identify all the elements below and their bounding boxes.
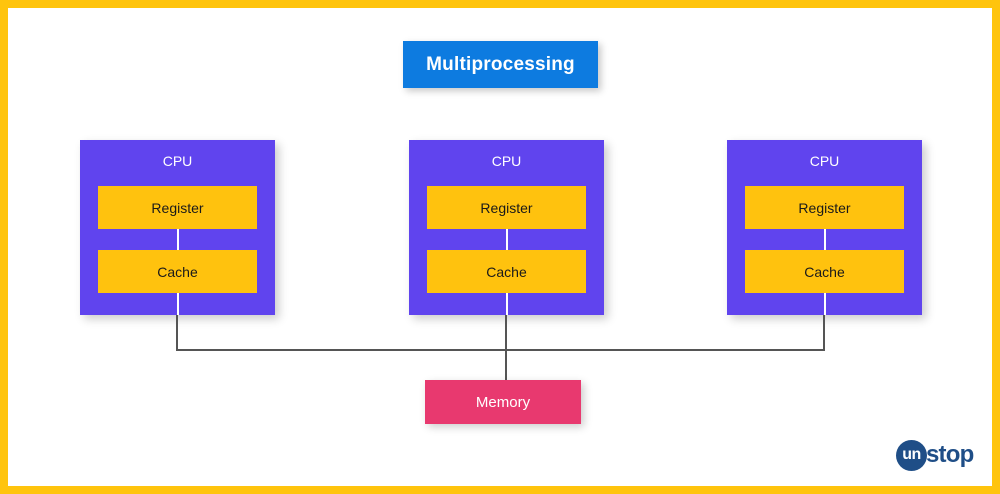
memory-box: Memory xyxy=(425,380,581,424)
cpu-internal-connector-1a xyxy=(176,229,179,250)
unstop-logo-word: stop xyxy=(926,441,974,468)
cpu1-bus-drop xyxy=(176,315,178,350)
cpu-block-1: CPU Register Cache xyxy=(80,140,275,315)
cpu2-bus-drop xyxy=(505,315,507,350)
cpu-block-2: CPU Register Cache xyxy=(409,140,604,315)
unstop-logo: un stop xyxy=(896,438,974,472)
cpu-internal-connector-2a xyxy=(505,229,508,250)
cache-box-1: Cache xyxy=(98,250,257,293)
cpu3-bus-drop xyxy=(823,315,825,350)
cpu-internal-connector-2b xyxy=(505,293,508,315)
cpu-internal-connector-1b xyxy=(176,293,179,315)
cpu-internal-connector-3b xyxy=(823,293,826,315)
unstop-logo-mark: un xyxy=(896,439,927,471)
cpu-label-3: CPU xyxy=(809,153,840,169)
cpu-label-2: CPU xyxy=(491,153,522,169)
cache-box-3: Cache xyxy=(745,250,904,293)
register-box-3: Register xyxy=(745,186,904,229)
memory-bus-drop xyxy=(505,349,507,382)
register-box-2: Register xyxy=(427,186,586,229)
register-box-1: Register xyxy=(98,186,257,229)
cpu-block-3: CPU Register Cache xyxy=(727,140,922,315)
system-bus-line xyxy=(176,349,825,351)
diagram-title: Multiprocessing xyxy=(403,41,598,88)
cache-box-2: Cache xyxy=(427,250,586,293)
cpu-label-1: CPU xyxy=(162,153,193,169)
cpu-internal-connector-3a xyxy=(823,229,826,250)
